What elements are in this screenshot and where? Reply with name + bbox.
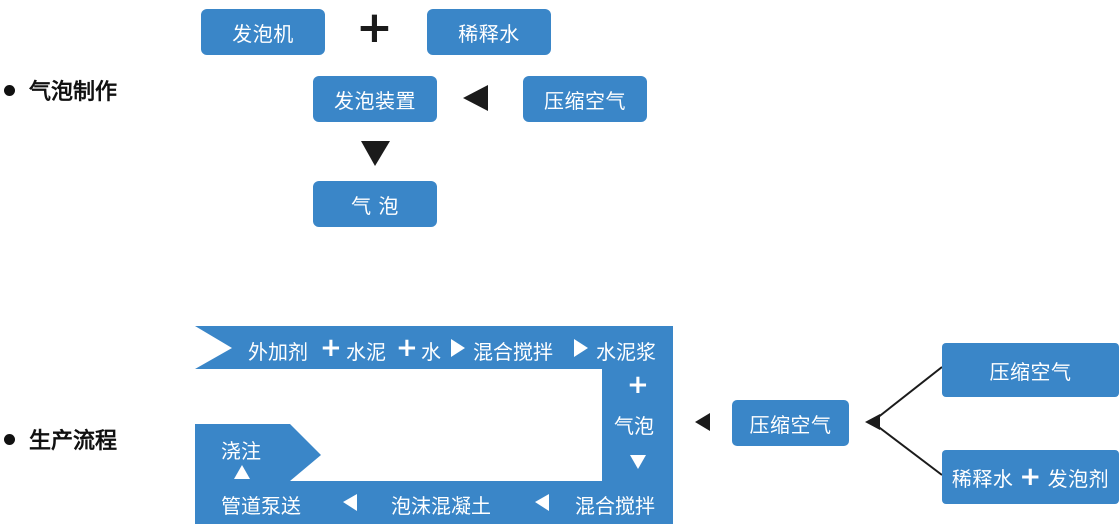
arrow-left-icon [535,494,549,511]
arrow-right-icon [574,339,588,357]
box-diluted-water-foaming-agent: 稀释水 + 发泡剂 [942,450,1119,504]
arrow-left-icon [463,85,488,111]
box-compressed-air-right: 压缩空气 [942,343,1119,397]
label-cement-slurry: 水泥浆 [596,340,656,364]
label-pump: 管道泵送 [221,494,301,518]
plus-icon: + [356,2,393,53]
box-foam-machine: 发泡机 [201,9,325,55]
arrow-left-icon [695,413,710,431]
flow-band-pour [195,424,321,481]
bullet-icon [4,433,15,445]
label-bubble: 气泡 [614,414,654,438]
box-compressed-air: 压缩空气 [523,76,647,122]
connector-line [871,421,943,476]
flow-band-bottom [195,481,673,524]
section-label-bubble-making: 气泡制作 [4,74,117,106]
box-label: 压缩空气 [989,359,1072,384]
arrow-right-icon [451,339,465,357]
section-title: 气泡制作 [29,80,118,105]
label-mix-stir-bottom: 混合搅拌 [575,494,655,518]
arrow-down-icon [630,455,646,469]
box-label: 发泡机 [232,21,294,46]
bullet-icon [4,84,15,96]
label-mix-stir-top: 混合搅拌 [473,340,553,364]
box-label: 稀释水 [458,21,520,46]
box-diluted-water: 稀释水 [427,9,551,55]
box-label: 发泡剂 [1047,466,1110,491]
label-pour: 浇注 [221,439,261,463]
box-label: 压缩空气 [544,88,626,113]
box-label: 压缩空气 [749,412,832,437]
label-foam-concrete: 泡沫混凝土 [391,494,491,518]
box-foaming-device: 发泡装置 [313,76,437,122]
arrow-down-icon [361,141,390,166]
label-admixture: 外加剂 [248,340,308,364]
box-compressed-air-mid: 压缩空气 [732,400,849,446]
arrow-left-icon [343,494,357,511]
box-label: 发泡装置 [334,88,416,113]
arrow-up-icon [234,465,250,479]
box-label: 气 泡 [351,193,399,218]
connector-line [871,366,943,423]
section-label-production-flow: 生产流程 [4,423,117,455]
label-water: 水 [421,340,441,364]
plus-icon: + [396,333,418,363]
flow-band-top [195,326,673,369]
plus-icon: + [320,333,342,363]
section-title: 生产流程 [29,429,118,454]
box-bubbles: 气 泡 [313,181,437,227]
plus-icon: + [1019,462,1042,492]
box-label: 稀释水 [951,466,1014,491]
plus-icon: + [627,370,649,400]
label-cement: 水泥 [346,340,386,364]
